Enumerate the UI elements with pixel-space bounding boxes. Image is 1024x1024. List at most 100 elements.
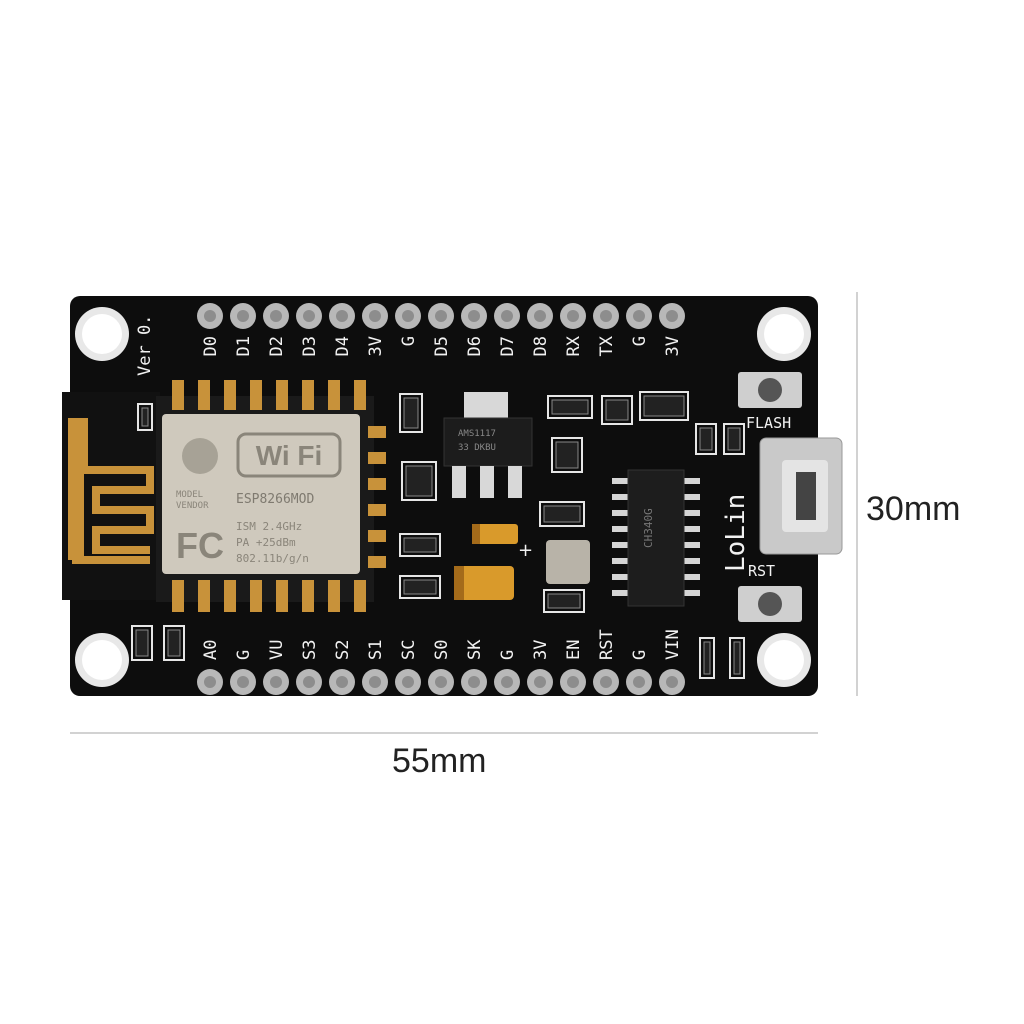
flash-button-label: FLASH (746, 414, 791, 432)
smd-component (729, 637, 745, 679)
module-pad (198, 380, 210, 410)
top-header-pin[interactable] (494, 303, 520, 329)
module-pad (224, 580, 236, 612)
bottom-pin-label: VIN (663, 629, 683, 660)
top-header-pin[interactable] (527, 303, 553, 329)
width-dimension-line (70, 732, 818, 734)
width-dimension-label: 55mm (392, 742, 487, 780)
bottom-header-pin[interactable] (527, 669, 553, 695)
bottom-header-pin[interactable] (593, 669, 619, 695)
bottom-header-pin[interactable] (659, 669, 685, 695)
top-header-pin[interactable] (296, 303, 322, 329)
bottom-header-pin[interactable] (230, 669, 256, 695)
polarity-mark: + (518, 540, 533, 561)
chip-leg (682, 510, 700, 516)
bottom-header-pin[interactable] (362, 669, 388, 695)
bottom-pin-label: S2 (333, 640, 353, 660)
chip-leg (682, 478, 700, 484)
top-header-pin[interactable] (659, 303, 685, 329)
bottom-pin-label: S1 (366, 640, 386, 660)
bottom-header-pin[interactable] (395, 669, 421, 695)
module-pad (172, 580, 184, 612)
bottom-pin-label: VU (267, 640, 287, 660)
esp8266-module: Wi Fi MODEL VENDOR ESP8266MOD FC ISM 2.4… (156, 380, 386, 612)
top-pin-label: 3V (663, 336, 683, 356)
chip-leg (682, 494, 700, 500)
flash-button[interactable] (738, 372, 802, 408)
module-pad (368, 478, 386, 490)
top-header-pin[interactable] (263, 303, 289, 329)
top-pin-label: D4 (333, 336, 353, 356)
top-header-pin[interactable] (362, 303, 388, 329)
micro-usb-port[interactable] (759, 437, 843, 555)
top-header-pin[interactable] (593, 303, 619, 329)
smd-component (399, 393, 423, 433)
top-pin-label: D0 (201, 336, 221, 356)
bottom-header-pin[interactable] (494, 669, 520, 695)
bottom-header-pin[interactable] (329, 669, 355, 695)
module-pad (328, 380, 340, 410)
module-pad (368, 452, 386, 464)
top-header-pin[interactable] (197, 303, 223, 329)
mounting-hole (75, 633, 129, 687)
version-label: Ver 0. (135, 315, 155, 376)
top-header-pin[interactable] (428, 303, 454, 329)
top-pin-label: TX (597, 335, 617, 356)
top-header-pin[interactable] (329, 303, 355, 329)
espressif-logo (182, 438, 218, 474)
bottom-pin-label: S3 (300, 640, 320, 660)
bottom-header-pin[interactable] (428, 669, 454, 695)
module-model-label: MODEL (176, 490, 203, 500)
smd-component (399, 575, 441, 599)
top-pin-label: D5 (432, 336, 452, 356)
chip-leg (612, 542, 630, 548)
height-dimension-line (856, 292, 858, 696)
module-pad (276, 580, 288, 612)
reset-button-label: RST (748, 562, 775, 580)
module-pad (368, 504, 386, 516)
module-pad (368, 426, 386, 438)
module-spec-line: 802.11b/g/n (236, 552, 309, 565)
smd-component (639, 391, 689, 421)
module-pad (250, 380, 262, 410)
bottom-header-pin[interactable] (296, 669, 322, 695)
smd-component (399, 533, 441, 557)
module-pad (224, 380, 236, 410)
bottom-header-pin[interactable] (461, 669, 487, 695)
top-header-pin[interactable] (560, 303, 586, 329)
bottom-header-pin[interactable] (626, 669, 652, 695)
module-pad (172, 380, 184, 410)
reset-button[interactable] (738, 586, 802, 622)
module-pad (354, 380, 366, 410)
bottom-header-pin[interactable] (560, 669, 586, 695)
smd-component (163, 625, 185, 661)
bottom-pin-label: RST (597, 629, 617, 660)
module-pad (354, 580, 366, 612)
top-header-pin[interactable] (626, 303, 652, 329)
top-header-pin[interactable] (395, 303, 421, 329)
pcb-antenna (62, 392, 160, 600)
bottom-pin-label: G (234, 650, 254, 660)
module-pad (302, 380, 314, 410)
smd-component (131, 625, 153, 661)
chip-leg (612, 494, 630, 500)
fcc-mark: FC (176, 525, 224, 566)
regulator-marking: 33 DKBU (458, 443, 496, 453)
module-pad (368, 556, 386, 568)
module-spec-line: PA +25dBm (236, 536, 296, 549)
bottom-header-pin[interactable] (263, 669, 289, 695)
smd-component (137, 403, 153, 431)
smd-component (723, 423, 745, 455)
top-pin-label: D3 (300, 336, 320, 356)
brand-label: LoLin (721, 494, 751, 572)
module-pad (276, 380, 288, 410)
bottom-pin-label: G (630, 650, 650, 660)
top-header-pin[interactable] (230, 303, 256, 329)
bottom-pin-label: EN (564, 640, 584, 660)
bottom-header-pin[interactable] (197, 669, 223, 695)
smd-component (601, 395, 633, 425)
module-pad (328, 580, 340, 612)
top-header-pin[interactable] (461, 303, 487, 329)
top-pin-label: D2 (267, 336, 287, 356)
